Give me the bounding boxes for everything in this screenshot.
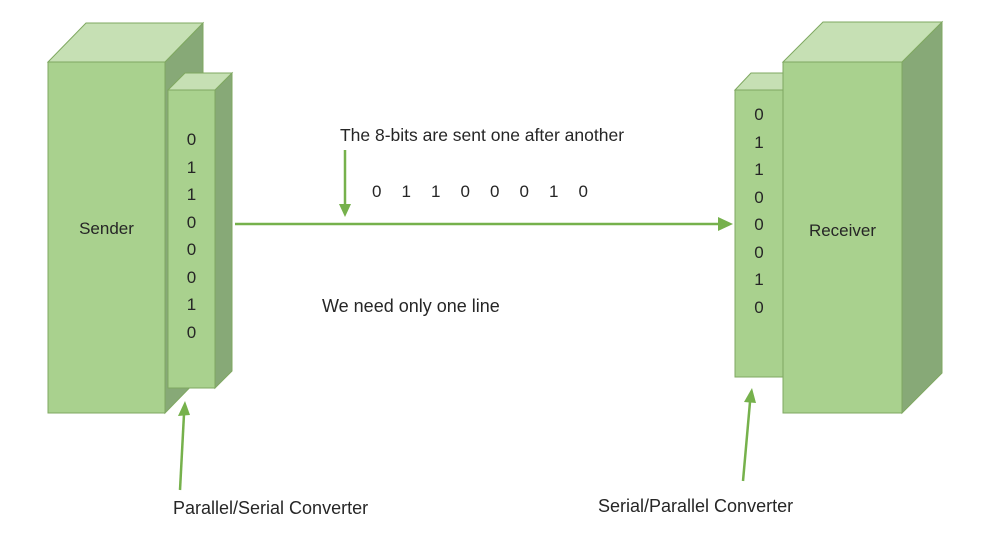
- serial-bit: 1: [549, 182, 559, 201]
- serial-bit: 0: [519, 182, 529, 201]
- receiver-label: Receiver: [808, 221, 877, 240]
- sender-bit: 0: [186, 267, 197, 287]
- sender-bit: 1: [186, 185, 197, 204]
- sender-bit: 0: [186, 130, 197, 149]
- sender-bit: 0: [186, 212, 197, 232]
- receiver-bit: 1: [754, 132, 764, 152]
- sender-bit: 0: [186, 322, 197, 342]
- serial-bit: 1: [401, 182, 411, 201]
- serial-bit: 1: [431, 182, 441, 201]
- receiver-box-side-face: [901, 20, 943, 415]
- serial-line-arrow: [235, 217, 733, 231]
- parallel-serial-converter-label: Parallel/Serial Converter: [173, 498, 369, 518]
- parallel-serial-converter-arrow: [178, 401, 190, 491]
- serial-bits-row: 0 1 1 0 0 0 1 0: [372, 182, 588, 202]
- sender-converter-side-face: [214, 71, 233, 390]
- serial-parallel-converter-label: Serial/Parallel Converter: [598, 496, 794, 516]
- serial-bit: 0: [578, 182, 588, 201]
- caption-one-line: We need only one line: [322, 296, 500, 316]
- receiver-bit: 0: [754, 187, 764, 207]
- receiver-bits-column: 0 1 1 0 0 0 1 0: [735, 101, 783, 321]
- serial-bit: 0: [460, 182, 470, 201]
- receiver-box-front-face: [782, 61, 903, 414]
- sender-bit: 1: [186, 157, 197, 177]
- receiver-box: [781, 20, 944, 415]
- receiver-bit: 1: [754, 270, 764, 289]
- parallel-serial-converter-box: [166, 71, 234, 390]
- serial-parallel-converter-arrow: [741, 388, 756, 482]
- sender-bit: 1: [186, 295, 197, 314]
- sender-box-front-face: [47, 61, 166, 414]
- caption-down-arrow: [339, 150, 351, 217]
- receiver-bit: 0: [754, 215, 764, 234]
- sender-bits-column: 0 1 1 0 0 0 1 0: [168, 126, 215, 346]
- receiver-bit: 0: [754, 105, 764, 124]
- serial-bit: 0: [372, 182, 382, 201]
- sender-label: Sender: [79, 219, 134, 238]
- caption-serial-transmission: The 8-bits are sent one after another: [339, 125, 625, 145]
- sender-bit: 0: [186, 240, 197, 259]
- receiver-bit: 0: [754, 297, 764, 317]
- receiver-bit: 1: [754, 160, 764, 179]
- receiver-converter-front-face: [734, 89, 784, 378]
- sender-converter-front-face: [167, 89, 216, 389]
- serial-bit: 0: [490, 182, 500, 201]
- receiver-bit: 0: [754, 242, 764, 262]
